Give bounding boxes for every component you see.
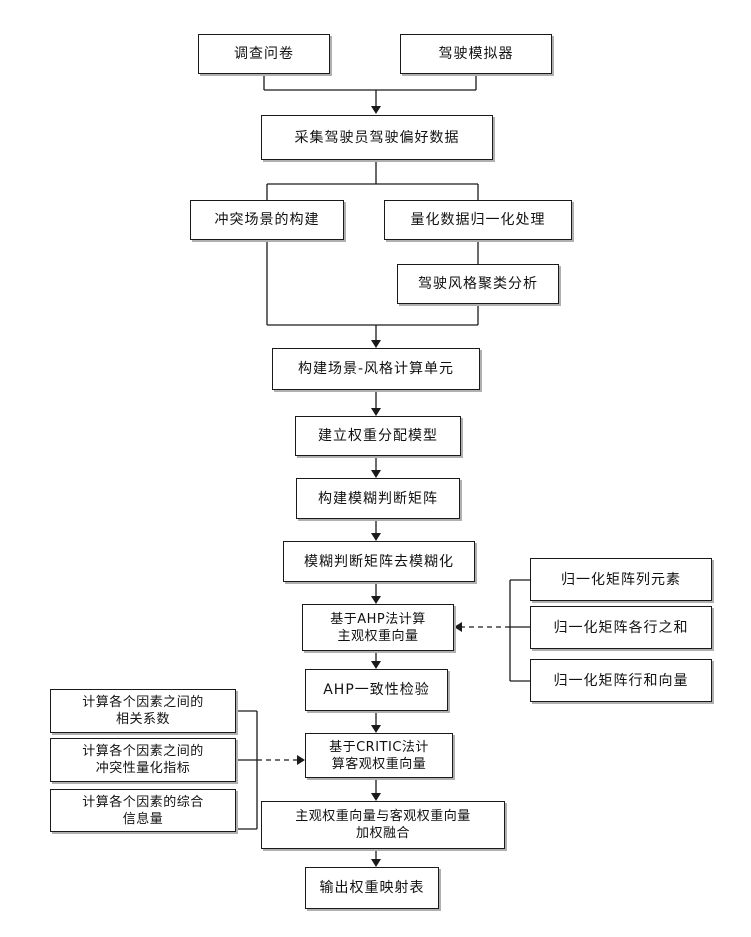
node-unit: 构建场景-风格计算单元 bbox=[272, 348, 480, 390]
node-info: 计算各个因素的综合 信息量 bbox=[50, 789, 236, 832]
node-collect: 采集驾驶员驾驶偏好数据 bbox=[261, 115, 493, 160]
arrow-right-bracket bbox=[454, 622, 462, 632]
node-output: 输出权重映射表 bbox=[305, 867, 439, 909]
arrow-left-bracket bbox=[297, 755, 305, 765]
node-norm-row-sum: 归一化矩阵各行之和 bbox=[530, 606, 712, 649]
node-simulator: 驾驶模拟器 bbox=[400, 34, 552, 74]
node-norm-row-vec: 归一化矩阵行和向量 bbox=[530, 659, 712, 702]
node-corr: 计算各个因素之间的 相关系数 bbox=[50, 689, 236, 733]
node-conflict-scene: 冲突场景的构建 bbox=[190, 200, 344, 240]
node-ahp-calc: 基于AHP法计算 主观权重向量 bbox=[302, 604, 454, 651]
node-critic-calc: 基于CRITIC法计 算客观权重向量 bbox=[305, 733, 453, 778]
node-ahp-check: AHP一致性检验 bbox=[305, 669, 448, 711]
node-normalize: 量化数据归一化处理 bbox=[384, 200, 572, 240]
node-defuzzify: 模糊判断矩阵去模糊化 bbox=[283, 541, 475, 582]
arrow-to-collect bbox=[371, 106, 381, 114]
node-cluster: 驾驶风格聚类分析 bbox=[397, 264, 559, 304]
node-conflict-idx: 计算各个因素之间的 冲突性量化指标 bbox=[50, 738, 236, 782]
node-survey: 调查问卷 bbox=[198, 34, 330, 74]
node-norm-col: 归一化矩阵列元素 bbox=[530, 558, 712, 601]
node-weight-model: 建立权重分配模型 bbox=[295, 416, 461, 456]
node-fuzzy-matrix: 构建模糊判断矩阵 bbox=[296, 478, 460, 519]
node-fusion: 主观权重向量与客观权重向量 加权融合 bbox=[261, 801, 505, 849]
arrow-to-unit bbox=[371, 340, 381, 348]
